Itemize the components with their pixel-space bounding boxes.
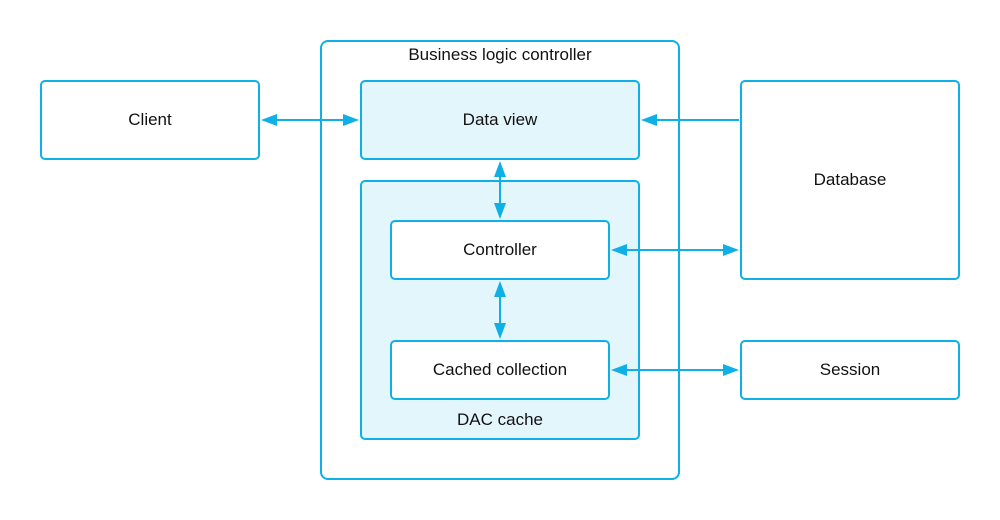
business-logic-controller-label: Business logic controller [408,45,592,64]
arrowhead-down-controller [494,203,506,219]
session-node[interactable]: Session [740,340,960,400]
database-node[interactable]: Database [740,80,960,280]
database-label: Database [813,170,887,189]
arrowhead-right-dataview [343,114,359,126]
session-label: Session [819,360,881,379]
controller-node[interactable]: Controller [390,220,610,280]
arrowhead-down-cached [494,323,506,339]
cached-collection-label: Cached collection [432,360,568,379]
arrowhead-up-controller [494,281,506,297]
arrowhead-left-cached [611,364,627,376]
arrowhead-up-dataview [494,161,506,177]
data-view-node[interactable]: Data view [360,80,640,160]
data-view-label: Data view [462,110,538,129]
arrowhead-right-session [723,364,739,376]
client-label: Client [128,110,172,129]
arrowhead-right-database [723,244,739,256]
arrowhead-left-client [261,114,277,126]
cached-collection-node[interactable]: Cached collection [390,340,610,400]
dac-cache-label: DAC cache [457,410,543,429]
arrowhead-left-controller [611,244,627,256]
arrowhead-left-dataview [641,114,657,126]
controller-label: Controller [463,240,537,259]
client-node[interactable]: Client [40,80,260,160]
